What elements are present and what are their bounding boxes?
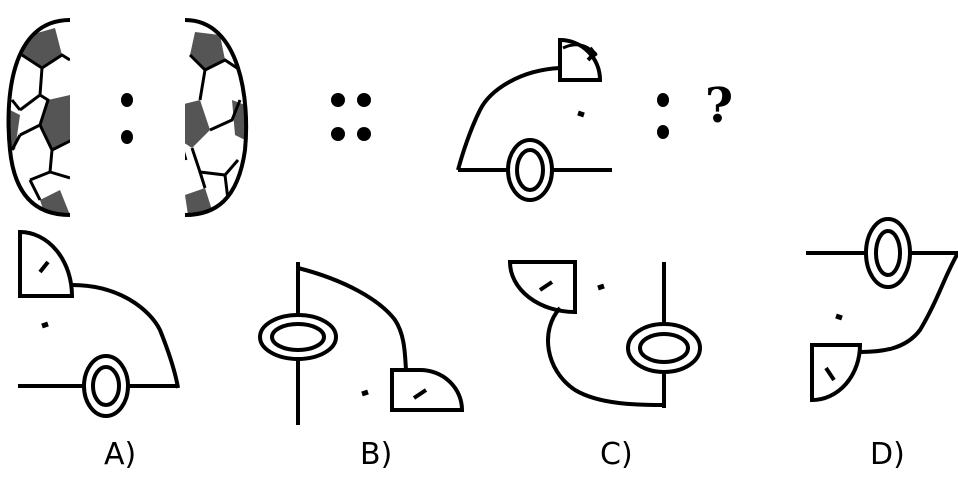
- option-b-label[interactable]: B): [360, 437, 393, 472]
- unknown-question-mark: ?: [705, 78, 734, 134]
- option-a-figure[interactable]: [18, 229, 180, 418]
- colon-symbol-2: [657, 93, 669, 139]
- left-ball-half-icon: [6, 18, 71, 217]
- option-d-figure[interactable]: [806, 217, 958, 403]
- colon-symbol: [121, 93, 133, 144]
- option-a-label[interactable]: A): [104, 437, 137, 472]
- option-c-label[interactable]: C): [600, 437, 633, 472]
- option-d-label[interactable]: D): [870, 437, 905, 472]
- right-ball-half-icon: [184, 18, 249, 217]
- double-colon-symbol: [331, 93, 371, 141]
- question-figure: [456, 37, 612, 202]
- option-b-figure[interactable]: [258, 262, 465, 425]
- option-c-figure[interactable]: [507, 260, 702, 408]
